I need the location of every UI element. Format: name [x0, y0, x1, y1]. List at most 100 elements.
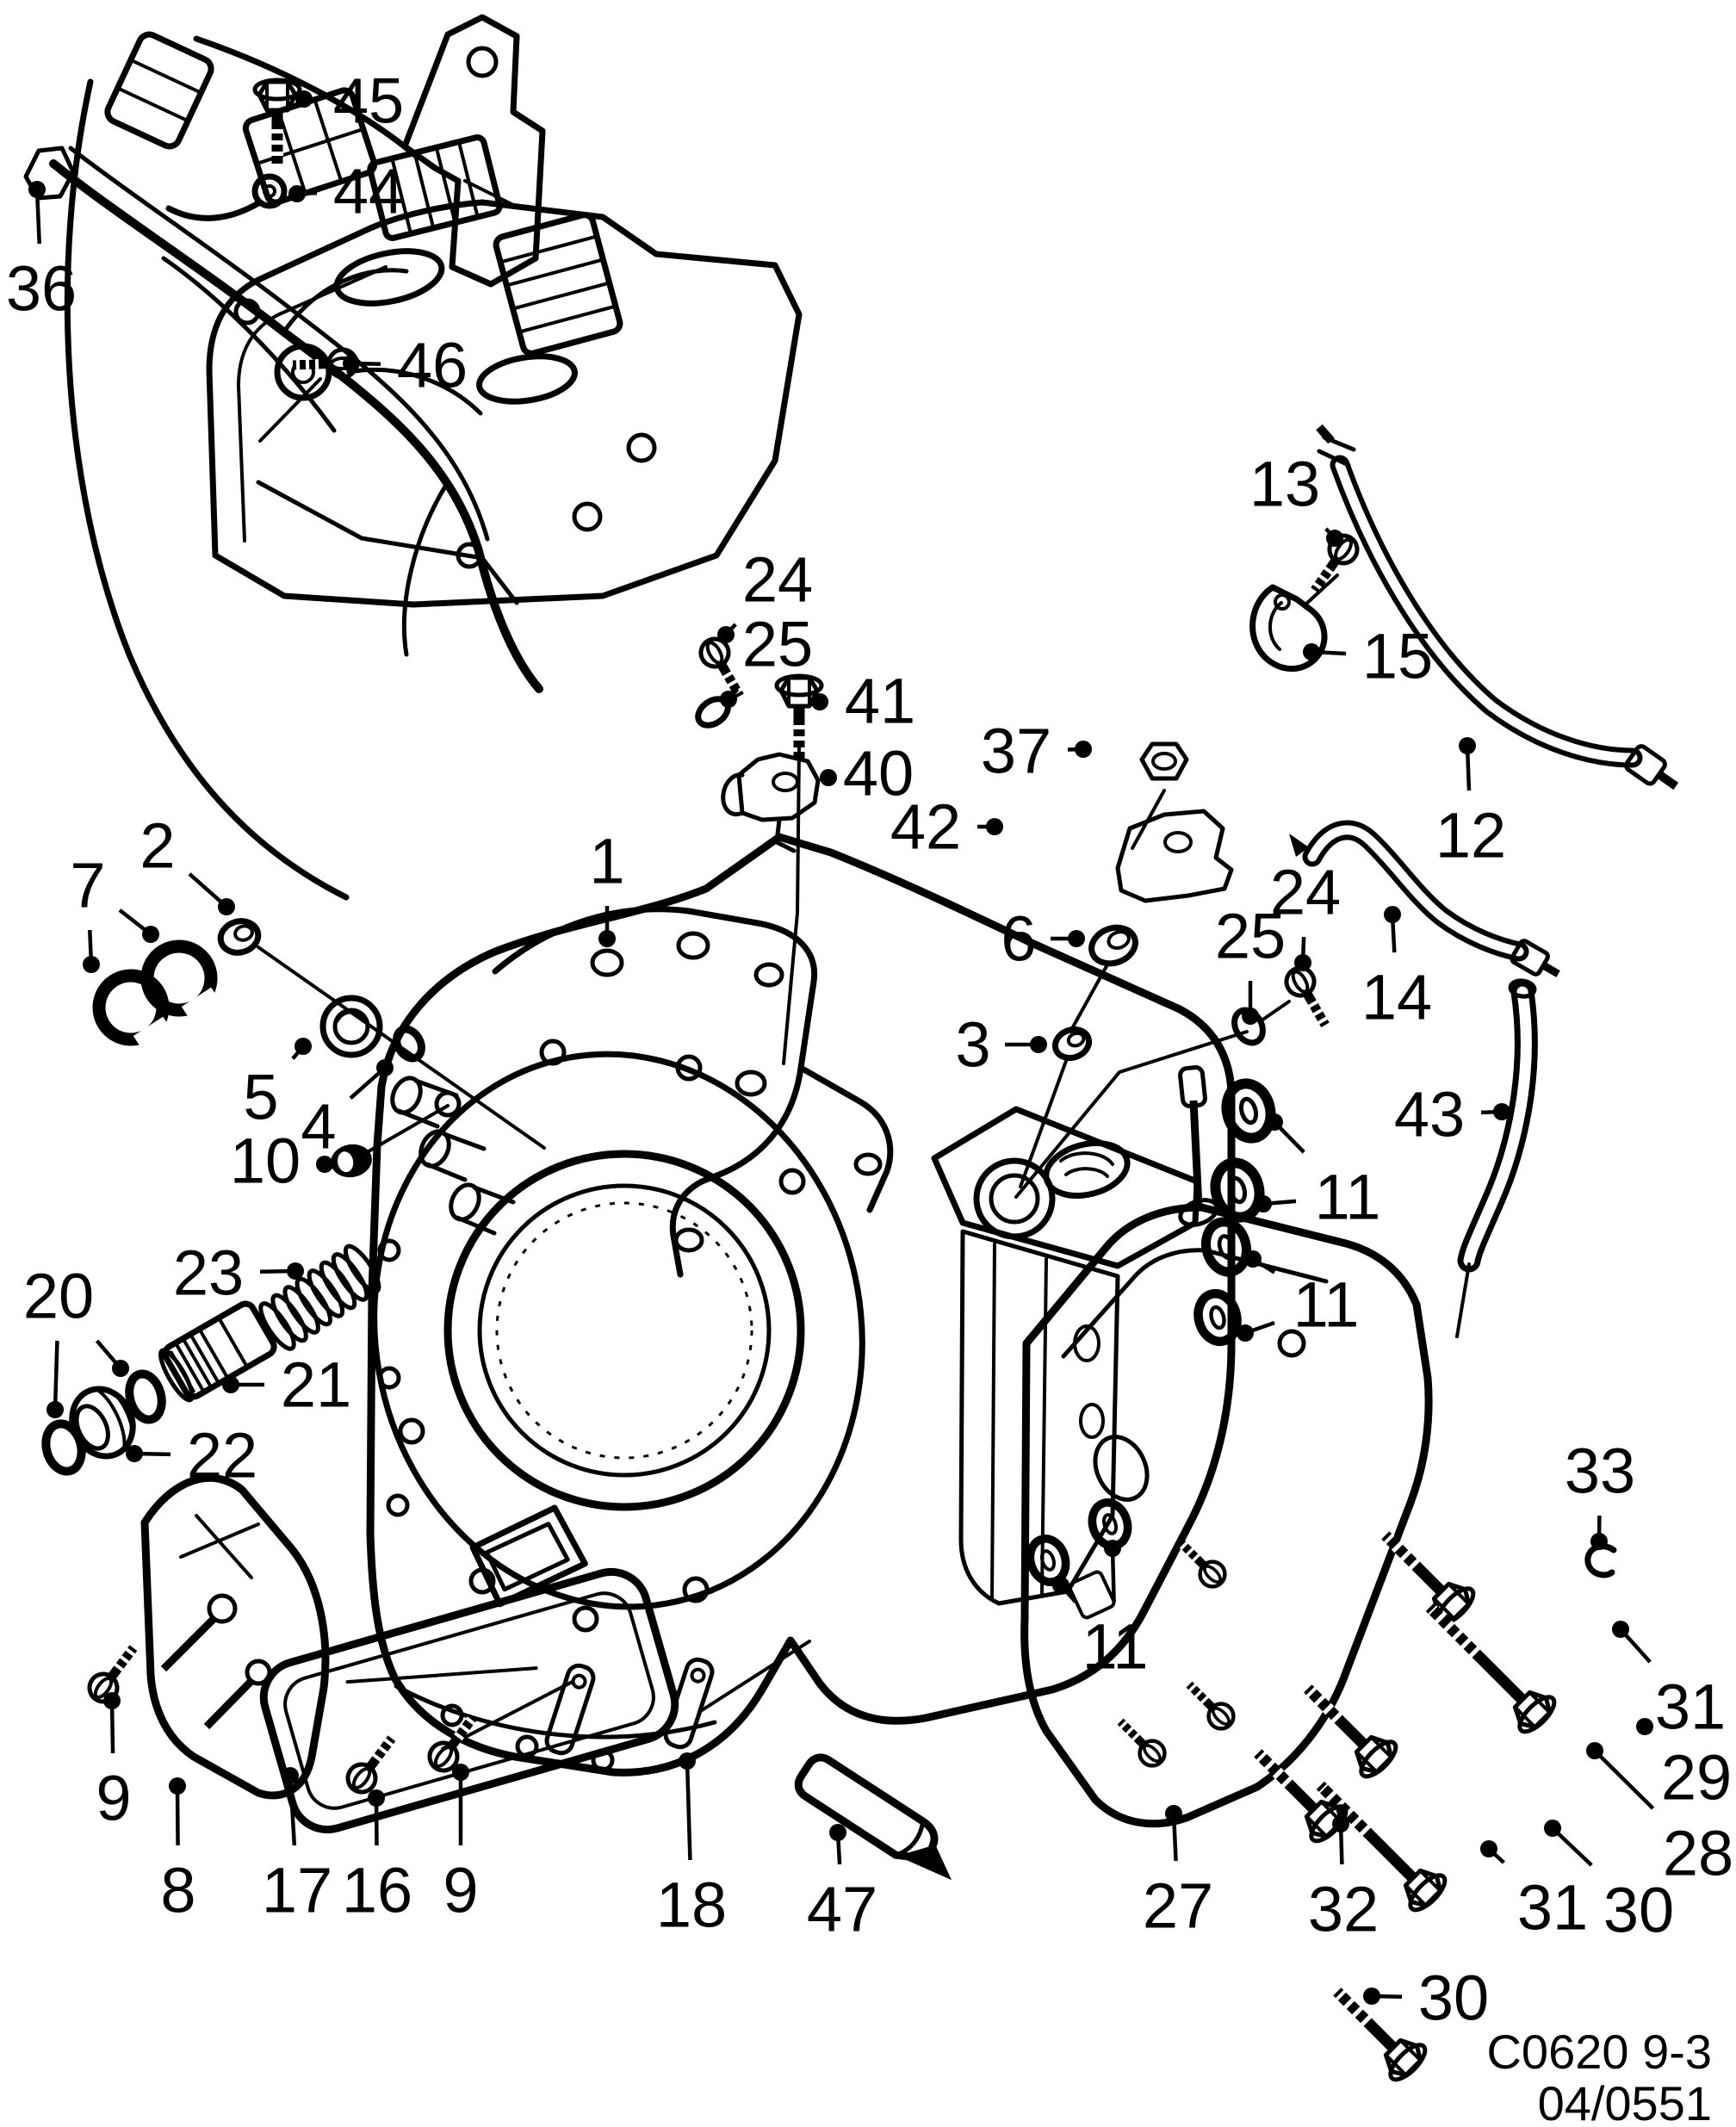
leader-dot	[316, 1156, 333, 1173]
o-ring-20	[41, 1419, 86, 1476]
valve-body-27	[1020, 1065, 1433, 1828]
oil-pipe-lower-14	[1289, 820, 1560, 977]
leader-dot	[720, 691, 737, 708]
part-number-label: 41	[845, 666, 915, 737]
callout-25-right: 25	[1215, 901, 1286, 1025]
o-ring-20	[125, 1369, 166, 1424]
callout-18: 18	[656, 1752, 727, 1941]
bracket-42	[1115, 809, 1234, 903]
callout-3: 3	[955, 1009, 1047, 1081]
callout-41: 41	[811, 666, 915, 737]
cover-bolts	[1242, 1519, 1559, 2085]
part-number-label: 14	[1361, 962, 1432, 1033]
leader-dot	[83, 956, 100, 973]
part-number-label: 33	[1565, 1436, 1635, 1507]
leader-dot	[1075, 741, 1092, 758]
leader-line	[1593, 1749, 1655, 1810]
pointer-25-right	[1014, 1030, 1249, 1199]
wiring-harness	[23, 31, 623, 693]
part-number-label: 43	[1394, 1079, 1465, 1150]
callout-17: 17	[262, 1767, 332, 1926]
callout-27: 27	[1143, 1805, 1213, 1942]
callout-7: 7	[70, 850, 159, 973]
sealing-stick-47	[794, 1753, 952, 1881]
leader-dot	[1068, 930, 1085, 947]
leader-dot	[103, 1692, 121, 1709]
part-number-label: 5	[243, 1062, 278, 1133]
leader-dot	[1480, 1840, 1497, 1857]
callout-22: 22	[126, 1420, 257, 1491]
transmission-case	[366, 833, 1236, 1777]
bushing-10	[331, 1144, 372, 1178]
leader-dot	[222, 1376, 239, 1393]
part-number-label: 13	[1249, 449, 1320, 520]
screw-24-right	[1281, 963, 1337, 1032]
oil-filter	[259, 1504, 679, 1834]
leader-line	[685, 1760, 692, 1861]
diagram-artwork	[23, 14, 1679, 2085]
callout-37: 37	[981, 716, 1092, 787]
callout-23: 23	[173, 1237, 304, 1309]
callout-11-lower: 11	[1052, 1540, 1148, 1683]
part-number-label: 9	[443, 1855, 478, 1926]
part-number-label: 15	[1362, 621, 1433, 692]
leader-dot	[1493, 1103, 1510, 1120]
callout-24-top: 24	[717, 544, 813, 643]
leader-dot	[1294, 954, 1311, 971]
pointer-10	[367, 1104, 450, 1153]
part-number-label: 24	[1270, 857, 1341, 928]
part-number-label: 1	[589, 826, 624, 897]
leader-line	[109, 1700, 115, 1754]
callout-30-upper: 30	[1544, 1820, 1674, 1946]
pointer-37-42	[1131, 789, 1166, 850]
drain-hose-43	[1455, 978, 1538, 1338]
callout-42: 42	[890, 791, 1003, 863]
part-number-label: 25	[742, 609, 813, 680]
leader-dot	[218, 898, 235, 915]
callout-31-upper: 31	[1612, 1621, 1726, 1743]
callout-33: 33	[1565, 1436, 1635, 1550]
callout-5: 5	[243, 1038, 312, 1133]
part-number-label: 36	[6, 253, 77, 325]
part-number-label: 17	[262, 1855, 332, 1926]
leader-line	[53, 1340, 59, 1411]
clip-33	[1584, 1543, 1617, 1578]
spring-23	[258, 1243, 381, 1351]
leader-dot	[1326, 530, 1343, 547]
leader-dot	[820, 769, 837, 786]
part-number-label: 3	[955, 1009, 990, 1081]
pointer-40-41	[782, 746, 801, 1065]
oil-pipe-upper-12	[1316, 424, 1679, 791]
part-number-label: 32	[1308, 1874, 1379, 1945]
part-number-label: 44	[333, 156, 404, 227]
part-number-label: 12	[1435, 800, 1506, 871]
engine-outline	[64, 35, 418, 901]
leader-dot	[1303, 643, 1320, 660]
leader-dot	[28, 181, 46, 198]
leader-line	[1551, 1826, 1593, 1867]
part-number-label: 37	[981, 716, 1051, 787]
callout-29: 29	[1636, 1718, 1732, 1814]
callout-14: 14	[1361, 906, 1432, 1033]
part-number-label: 31	[1655, 1671, 1726, 1743]
part-number-label: 27	[1143, 1870, 1213, 1942]
leader-dot	[1612, 1621, 1629, 1638]
leader-dot	[46, 1401, 64, 1418]
leader-dot	[679, 1752, 696, 1770]
bushing-2	[217, 918, 262, 956]
leader-dot	[1544, 1820, 1561, 1837]
bushing-3	[1051, 1026, 1093, 1062]
pointer-46	[258, 377, 322, 443]
part-number-label: 30	[1603, 1875, 1674, 1946]
part-number-label: 31	[1517, 1872, 1588, 1944]
leader-dot	[112, 1360, 129, 1377]
part-number-label: 11	[1082, 1611, 1149, 1683]
callout-46: 46	[343, 330, 468, 401]
drawing-revision: 04/0551	[1538, 2076, 1712, 2127]
pointer-6	[1069, 964, 1108, 1033]
part-number-label: 9	[96, 1763, 131, 1834]
part-number-label: 45	[333, 65, 404, 137]
part-number-label: 46	[397, 330, 468, 401]
part-number-label: 18	[656, 1870, 727, 1941]
